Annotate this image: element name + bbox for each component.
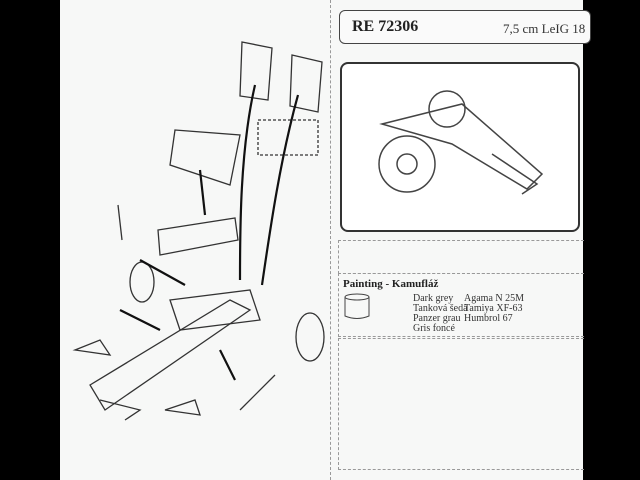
color-name: Gris foncé	[413, 323, 455, 334]
painting-box	[338, 273, 584, 337]
wheel-right	[295, 312, 325, 362]
title-box: RE 72306 7,5 cm LeIG 18	[339, 10, 591, 44]
part-sheet-right	[289, 54, 323, 113]
trail-body	[89, 299, 252, 411]
model-code: RE 72306	[352, 18, 419, 35]
color-ref: Agama N 25M	[464, 293, 524, 304]
empty-box-2	[338, 338, 584, 470]
color-name: Panzer grau	[413, 313, 461, 324]
painting-title: Painting - Kamufláž	[343, 278, 439, 290]
color-name: Tanková šedá	[413, 303, 468, 314]
trail-box	[157, 217, 239, 256]
wheel-left	[129, 261, 155, 303]
shield-part	[169, 129, 241, 186]
empty-box-1	[338, 240, 584, 274]
assembly-diagram	[72, 41, 325, 421]
paint-can-icon	[344, 293, 370, 319]
divider	[330, 0, 331, 480]
model-photo	[340, 62, 580, 232]
photo-wheel	[378, 135, 436, 193]
model-name: 7,5 cm LeIG 18	[503, 21, 586, 36]
part-sheet-left	[239, 41, 273, 101]
part-panel	[257, 119, 319, 156]
color-name: Dark grey	[413, 293, 454, 304]
color-ref: Tamiya XF-63	[464, 303, 523, 314]
color-ref: Humbrol 67	[464, 313, 513, 324]
